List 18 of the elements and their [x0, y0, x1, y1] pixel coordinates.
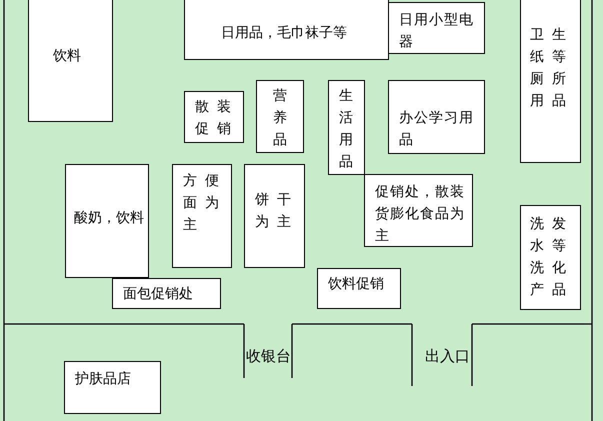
section-box: 面包促销处 — [112, 278, 221, 309]
section-box: 营养品 — [256, 80, 304, 153]
section-box: 促销处，散装货膨化食品为主 — [364, 174, 473, 247]
section-box: 饮料促销 — [317, 268, 401, 309]
section-box: 办公学习用品 — [388, 80, 485, 154]
section-box: 洗发水等洗化产品 — [520, 205, 581, 310]
section-box: 酸奶，饮料 — [65, 164, 149, 278]
section-box: 生活用品 — [328, 80, 365, 175]
section-box: 方便面为主 — [172, 164, 232, 268]
section-box: 卫生纸等厕所用品 — [520, 0, 581, 163]
area-label: 收银台 — [246, 346, 291, 366]
section-box: 散装促销 — [184, 91, 244, 143]
section-box: 饮料 — [28, 0, 113, 122]
section-box: 饼干为主 — [244, 164, 305, 268]
area-label: 出入口 — [425, 346, 470, 366]
section-box: 护肤品店 — [64, 361, 161, 414]
section-box: 日用品，毛巾袜子等 — [184, 0, 389, 60]
section-box: 日用小型电器 — [388, 2, 485, 54]
